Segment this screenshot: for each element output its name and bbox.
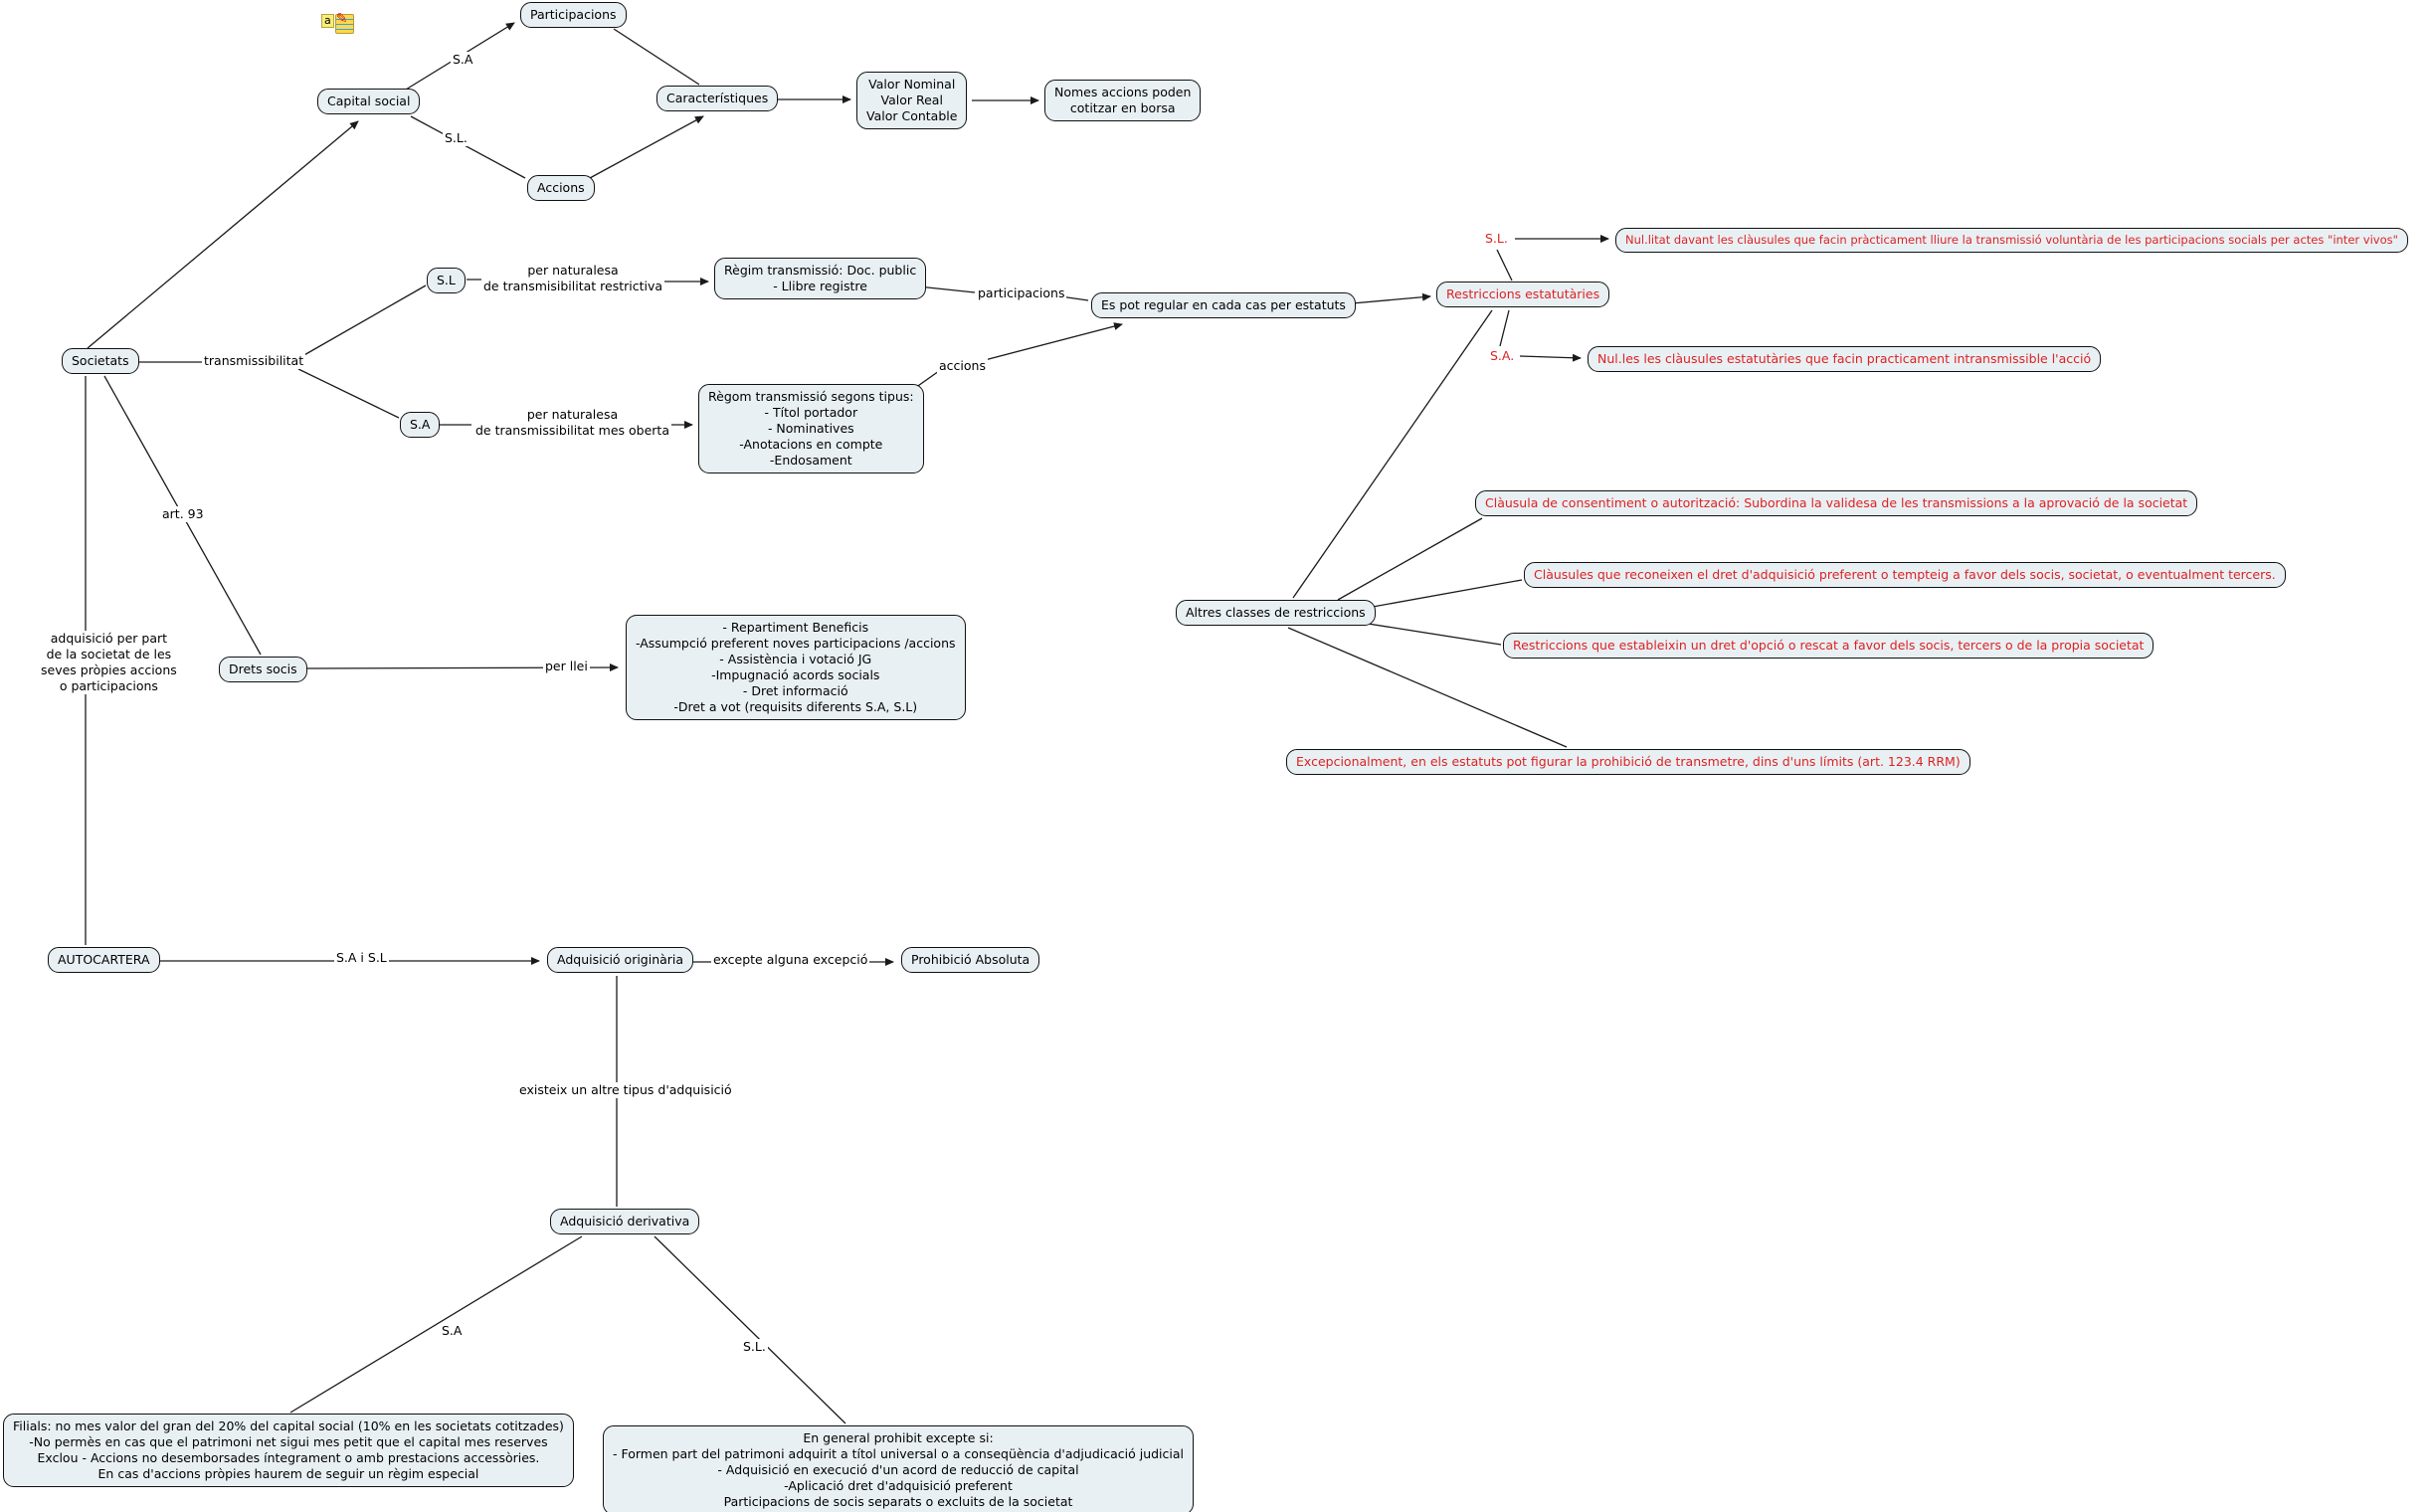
node-caracteristiques[interactable]: Característiques: [656, 86, 779, 111]
connector-line: [984, 322, 1123, 361]
node-excepcionalment-prohibicio[interactable]: Excepcionalment, en els estatuts pot fig…: [1286, 749, 1970, 775]
node-participacions[interactable]: Participacions: [520, 2, 627, 28]
node-clausula-consentiment[interactable]: Clàusula de consentiment o autorització:…: [1475, 490, 2198, 516]
connector-line: [87, 120, 359, 349]
node-clausules-adquisicio-preferent[interactable]: Clàusules que reconeixen el dret d'adqui…: [1524, 562, 2286, 588]
node-prohibit-excepte[interactable]: En general prohibit excepte si: - Formen…: [603, 1425, 1195, 1512]
connector-line: [289, 1235, 583, 1414]
node-sa-transmissio[interactable]: S.A: [400, 412, 441, 438]
label-per-llei[interactable]: per llei: [543, 659, 590, 674]
connector-line: [301, 284, 427, 357]
node-nulles-sa[interactable]: Nul.les les clàusules estatutàries que f…: [1588, 346, 2102, 372]
connector-line: [917, 285, 976, 293]
connector-line: [1337, 517, 1483, 601]
node-drets-socis-llista[interactable]: - Repartiment Beneficis -Assumpció prefe…: [626, 615, 966, 720]
label-excepte-excepcio[interactable]: excepte alguna excepció: [711, 952, 870, 968]
node-nullitat-sl[interactable]: Nul.litat davant les clàusules que facin…: [1615, 228, 2408, 253]
pencil-icon: ✎: [335, 11, 348, 27]
node-restriccions-estatutaries[interactable]: Restriccions estatutàries: [1436, 282, 1610, 307]
node-regim-transmissio-sl[interactable]: Règim transmissió: Doc. public - Llibre …: [714, 258, 927, 299]
node-es-pot-regular[interactable]: Es pot regular en cada cas per estatuts: [1091, 292, 1356, 318]
label-adquisicio-propies[interactable]: adquisició per part de la societat de le…: [39, 631, 179, 694]
label-sa-i-sl[interactable]: S.A i S.L: [334, 950, 389, 966]
label-existeix-altre-tipus[interactable]: existeix un altre tipus d'adquisició: [517, 1082, 734, 1098]
node-valors[interactable]: Valor Nominal Valor Real Valor Contable: [856, 72, 968, 129]
annotation-note-icon[interactable]: a ✎: [321, 11, 354, 34]
connector-line: [1496, 249, 1513, 282]
node-drets-socis[interactable]: Drets socis: [219, 657, 307, 682]
label-accions[interactable]: accions: [937, 358, 988, 374]
label-naturalesa-restrictiva[interactable]: per naturalesa de transmisibilitat restr…: [481, 263, 665, 294]
connector-line: [1499, 309, 1510, 347]
label-sl-bottom[interactable]: S.L.: [741, 1339, 768, 1355]
connector-line: [613, 28, 700, 86]
node-restriccions-dret-opcio[interactable]: Restriccions que estableixin un dret d'o…: [1503, 633, 2154, 659]
node-nomes-accions-borsa[interactable]: Nomes accions poden cotitzar en borsa: [1044, 80, 1202, 121]
node-autocartera[interactable]: AUTOCARTERA: [48, 947, 160, 973]
node-adquisicio-originaria[interactable]: Adquisició originària: [547, 947, 694, 973]
label-transmissibilitat[interactable]: transmissibilitat: [202, 353, 306, 369]
connector-line: [297, 368, 400, 419]
connector-line: [654, 1235, 846, 1424]
connector-line: [589, 115, 704, 179]
label-sl-red[interactable]: S.L.: [1483, 231, 1510, 247]
label-sl-top[interactable]: S.L.: [443, 130, 469, 146]
label-sa-bottom[interactable]: S.A: [440, 1323, 465, 1339]
node-adquisicio-derivativa[interactable]: Adquisició derivativa: [550, 1209, 700, 1234]
connector-line: [1361, 579, 1523, 610]
node-prohibicio-absoluta[interactable]: Prohibició Absoluta: [901, 947, 1040, 973]
label-art-93[interactable]: art. 93: [160, 506, 206, 522]
sticky-note-icon: ✎: [334, 11, 354, 34]
connector-line: [410, 115, 526, 179]
annotation-letter-badge: a: [321, 14, 334, 28]
label-naturalesa-oberta[interactable]: per naturalesa de transmissibilitat mes …: [473, 407, 671, 439]
node-capital-social[interactable]: Capital social: [317, 89, 421, 114]
label-sa-red[interactable]: S.A.: [1488, 348, 1517, 364]
label-sa-top[interactable]: S.A: [451, 52, 475, 68]
node-filials-limits[interactable]: Filials: no mes valor del gran del 20% d…: [3, 1414, 574, 1487]
connector-line: [1287, 627, 1568, 748]
connector-line: [1519, 353, 1582, 362]
connector-line: [1340, 292, 1431, 305]
node-altres-restriccions[interactable]: Altres classes de restriccions: [1176, 600, 1376, 626]
node-regim-transmissio-sa[interactable]: Règom transmissió segons tipus: - Títol …: [698, 384, 924, 473]
label-participacions[interactable]: participacions: [976, 285, 1067, 301]
node-accions[interactable]: Accions: [527, 175, 595, 201]
node-sl-transmissio[interactable]: S.L: [427, 268, 466, 293]
node-societats[interactable]: Societats: [62, 348, 139, 374]
connector-line: [1292, 309, 1493, 599]
connector-line: [1361, 622, 1502, 646]
